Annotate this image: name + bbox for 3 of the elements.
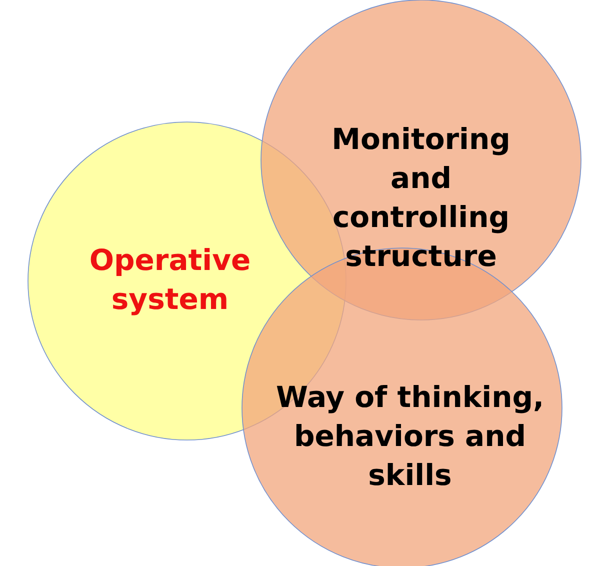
circle-label: Monitoring and controlling structure [330,121,512,275]
circle-label: Way of thinking, behaviors and skills [274,379,545,494]
circle-label: Operative system [88,242,252,318]
